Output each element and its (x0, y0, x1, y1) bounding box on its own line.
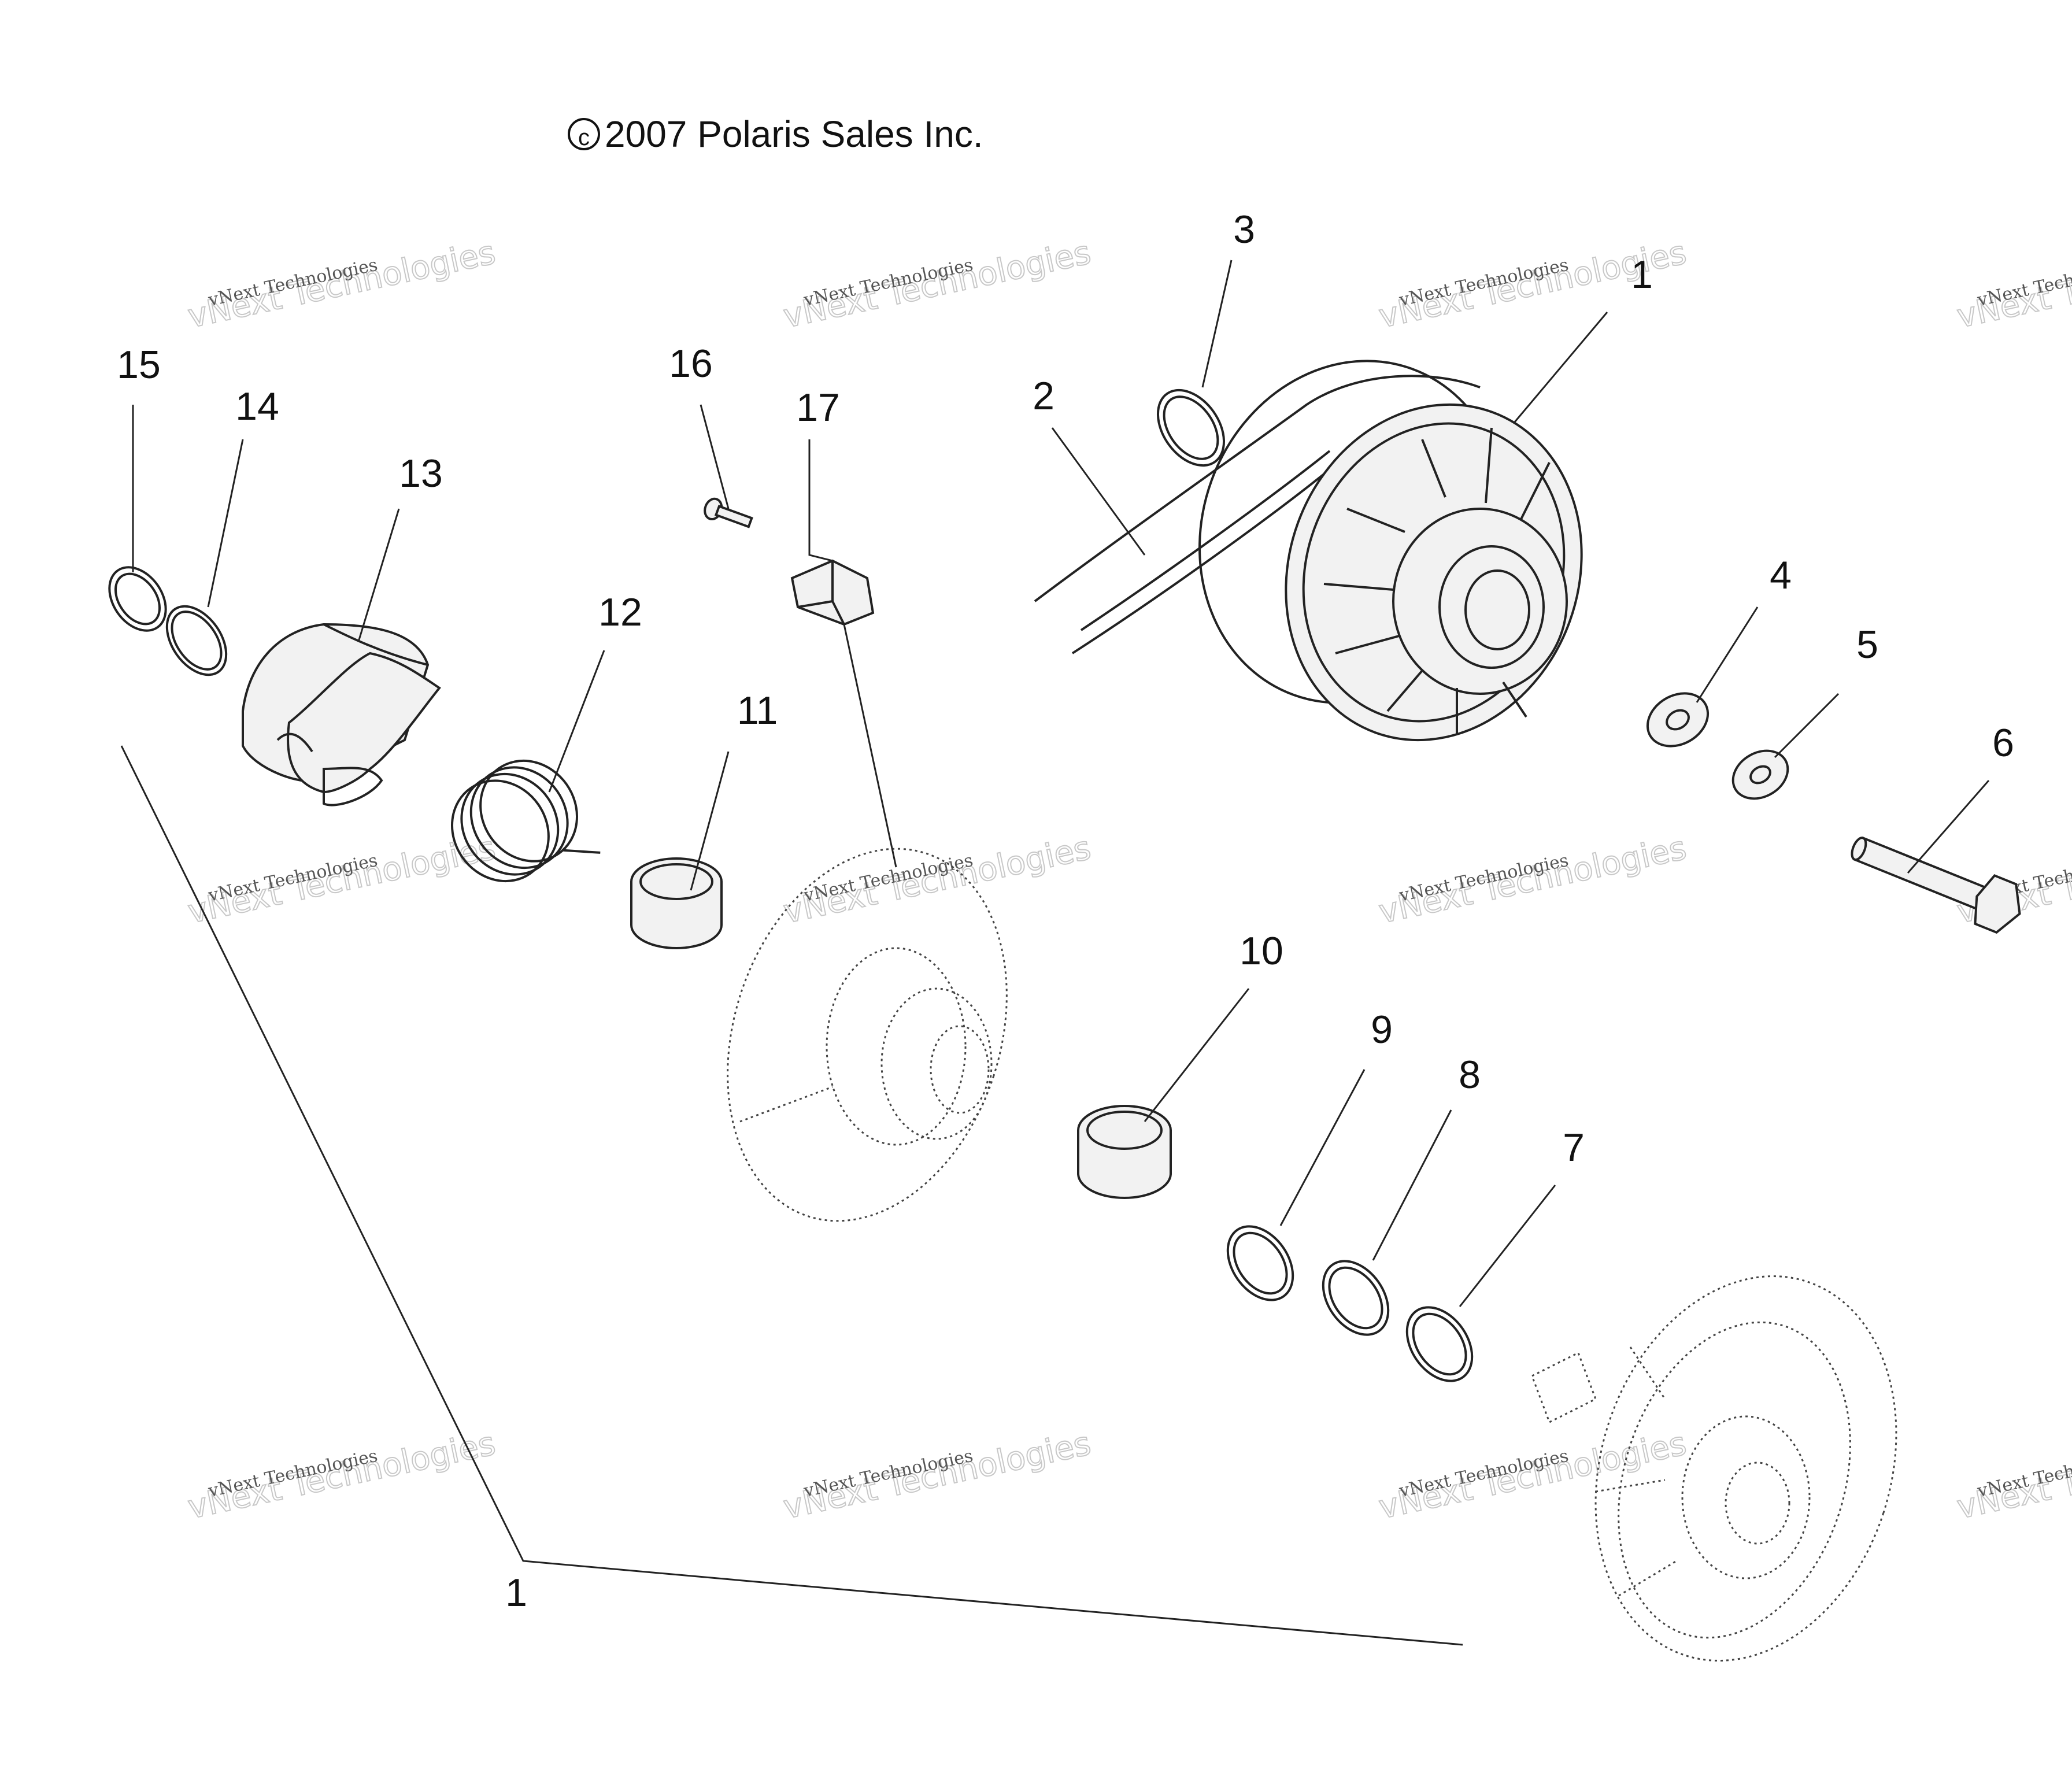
watermark: vNext Technologies vNext Technologies (184, 1424, 500, 1527)
washer-part-9 (1226, 1225, 1294, 1301)
callout-10: 10 (1240, 929, 1283, 973)
callout-1-bottom: 1 (505, 1571, 527, 1615)
svg-text:vNext Technologies: vNext Technologies (780, 829, 1094, 931)
watermark: vNext Technologies vNext Technologies (184, 828, 500, 931)
callout-8: 8 (1459, 1053, 1481, 1097)
spring-part (451, 759, 601, 883)
callout-6: 6 (1992, 721, 2014, 765)
callout-11: 11 (737, 689, 778, 732)
callout-13: 13 (399, 452, 443, 495)
bushing-part-11 (630, 857, 723, 949)
fixed-sheave-part (1531, 1275, 1897, 1662)
watermark: vNext Technologies vNext Technologies (1375, 828, 1690, 931)
washer-part-14 (165, 605, 228, 676)
watermark: vNext Technologies vNext Technologies (780, 1424, 1095, 1527)
svg-text:vNext Technologies: vNext Technologies (780, 1424, 1094, 1526)
belt-part (1034, 375, 1481, 654)
callout-16: 16 (669, 342, 713, 386)
callout-3: 3 (1233, 208, 1255, 251)
callout-14: 14 (235, 384, 279, 428)
svg-text:vNext Technologies: vNext Technologies (185, 234, 499, 335)
sheave-ribs (1323, 427, 1551, 734)
callout-12: 12 (598, 590, 642, 634)
watermark: vNext Technologies vNext Technologies (1953, 233, 2072, 336)
callout-4: 4 (1770, 553, 1792, 597)
svg-text:vNext Technologies: vNext Technologies (780, 234, 1094, 335)
driven-clutch-sheave-part (1198, 360, 1583, 742)
snap-ring-part (108, 566, 167, 632)
washer-part-5 (1731, 749, 1789, 800)
washer-part-8 (1322, 1260, 1390, 1336)
svg-text:c: c (578, 125, 590, 150)
callout-1-top: 1 (1631, 253, 1653, 297)
moveable-sheave-part (727, 848, 1008, 1222)
copyright-notice: c 2007 Polaris Sales Inc. (568, 113, 983, 155)
callout-5: 5 (1856, 623, 1878, 667)
watermark: vNext Technologies vNext Technologies (780, 233, 1095, 336)
screw-part (704, 497, 753, 528)
callout-17: 17 (796, 386, 840, 430)
svg-text:vNext Technologies: vNext Technologies (1376, 1424, 1690, 1526)
watermark: vNext Technologies vNext Technologies (184, 233, 500, 336)
watermark: vNext Technologies vNext Technologies (780, 828, 1095, 931)
callout-15: 15 (117, 343, 161, 387)
part-drawings (108, 360, 2021, 1662)
washer-part-4 (1646, 692, 1710, 748)
button-part (790, 559, 875, 626)
svg-text:vNext Technologies: vNext Technologies (185, 829, 499, 931)
copyright-text: 2007 Polaris Sales Inc. (605, 113, 983, 155)
bolt-part (1851, 836, 2021, 934)
callout-7: 7 (1563, 1126, 1585, 1170)
svg-text:vNext Technologies: vNext Technologies (185, 1424, 499, 1526)
callout-labels: 1 1 2 3 4 5 6 7 8 9 10 11 12 13 14 15 16… (117, 208, 2014, 1615)
leader-lines (120, 260, 1990, 1646)
washer-part-7 (1405, 1306, 1474, 1382)
helix-cam-part (242, 623, 441, 806)
svg-text:vNext Technologies: vNext Technologies (1376, 829, 1690, 931)
bushing-part-10 (1077, 1105, 1172, 1199)
callout-9: 9 (1371, 1008, 1393, 1052)
watermark: vNext Technologies vNext Technologies (1375, 1424, 1690, 1527)
callout-2: 2 (1033, 374, 1054, 418)
washer-part-3 (1156, 388, 1226, 467)
watermarks: vNext Technologies vNext Technologies vN… (184, 233, 2072, 1527)
watermark: vNext Technologies vNext Technologies (1953, 1424, 2072, 1527)
